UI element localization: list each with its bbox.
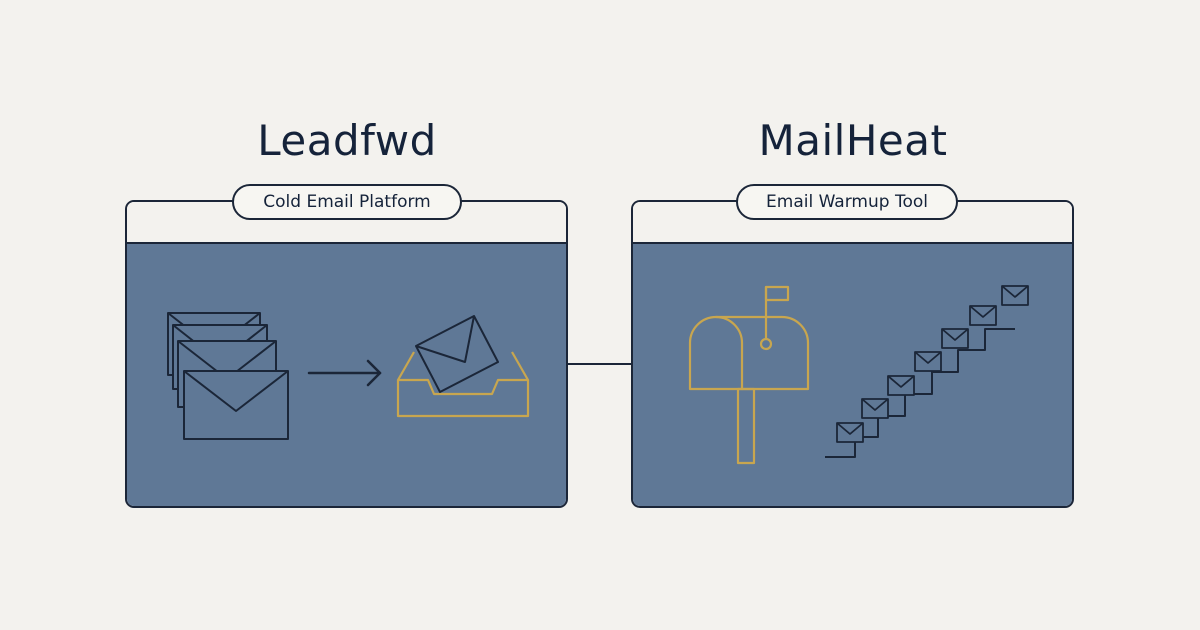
panel-connector bbox=[568, 363, 631, 365]
right-arrow-icon bbox=[307, 359, 382, 387]
inbox-tray-icon bbox=[396, 315, 530, 418]
mailheat-title: MailHeat bbox=[758, 116, 948, 165]
envelope-staircase-icon bbox=[825, 285, 1029, 458]
leadfwd-category-tag: Cold Email Platform bbox=[232, 184, 462, 220]
stacked-envelopes-icon bbox=[167, 312, 289, 440]
mailheat-category-tag: Email Warmup Tool bbox=[736, 184, 958, 220]
mailheat-panel-body bbox=[633, 244, 1072, 506]
leadfwd-title: Leadfwd bbox=[257, 116, 437, 165]
mailbox-icon bbox=[688, 285, 810, 465]
